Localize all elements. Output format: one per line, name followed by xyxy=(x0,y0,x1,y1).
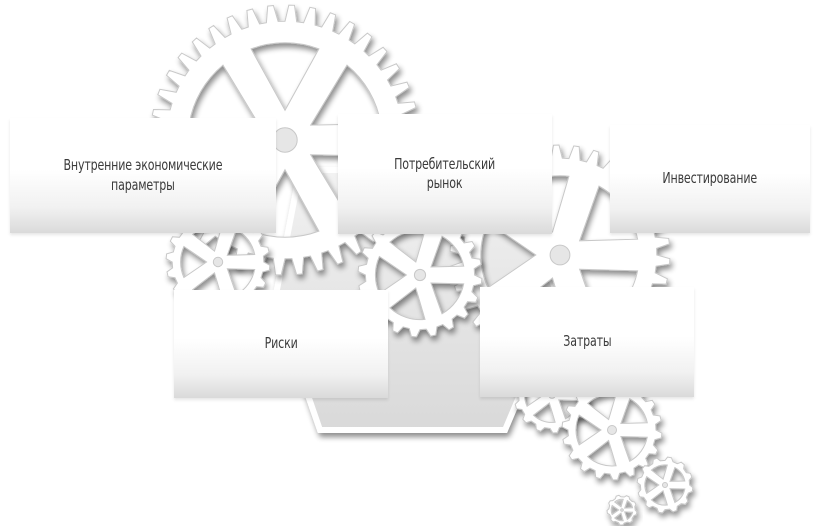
block-consumer-market: Потребительский рынок xyxy=(338,114,552,234)
block-investment-label: Инвестирование xyxy=(663,169,758,189)
block-internal-economic-parameters: Внутренние экономические параметры xyxy=(10,118,276,233)
block-internal-label: Внутренние экономические параметры xyxy=(64,156,223,195)
gear-lower-right-3 xyxy=(637,457,693,513)
block-costs: Затраты xyxy=(480,287,694,397)
block-consumer-label: Потребительский рынок xyxy=(395,155,496,194)
block-risks-label: Риски xyxy=(264,334,297,354)
block-costs-label: Затраты xyxy=(563,332,611,352)
block-risks: Риски xyxy=(174,290,388,398)
gear-lower-right-4 xyxy=(607,495,637,525)
block-investment: Инвестирование xyxy=(610,125,810,233)
